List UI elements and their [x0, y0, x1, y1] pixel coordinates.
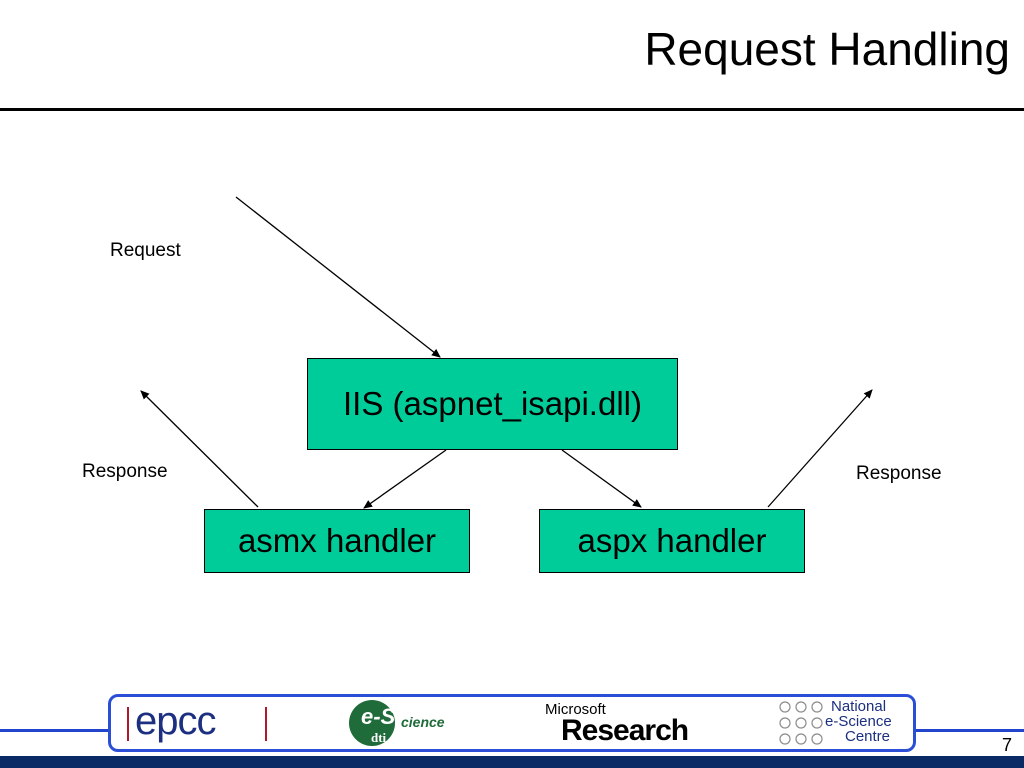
epcc-logo-text: epcc [135, 699, 216, 743]
escience-dti-text: dti [371, 730, 387, 745]
response-right-label: Response [856, 463, 942, 484]
iis-to-asmx-arrow [363, 449, 447, 509]
escience-rest-text: cience [401, 714, 445, 730]
epcc-logo: epcc [127, 699, 267, 745]
request-label: Request [110, 240, 181, 261]
microsoft-research-logo: Microsoft Research [545, 701, 735, 749]
escience-e-text: e-S [361, 704, 396, 729]
nesc-line2: e-Science [825, 713, 892, 730]
nesc-logo: National e-Science Centre [777, 699, 913, 749]
title-underline [0, 108, 1024, 111]
aspx-handler-box: aspx handler [539, 509, 805, 573]
escience-globe-icon [349, 700, 395, 746]
response-left-label: Response [82, 461, 168, 482]
asmx-handler-box: asmx handler [204, 509, 470, 573]
asmx-response-arrow [140, 390, 259, 508]
research-text: Research [561, 714, 689, 747]
nesc-grid-icon [779, 701, 823, 745]
nesc-line1: National [831, 698, 887, 715]
iis-box: IIS (aspnet_isapi.dll) [307, 358, 678, 450]
request-arrow [235, 196, 441, 358]
footer-bar [0, 756, 1024, 768]
logo-frame: epcc e-S cience dti Microsoft Research N… [108, 694, 916, 752]
slide-title: Request Handling [644, 23, 1010, 75]
page-number: 7 [1001, 735, 1012, 755]
nesc-line3: Centre [845, 728, 891, 745]
microsoft-text: Microsoft [545, 701, 606, 718]
escience-logo: e-S cience dti [347, 698, 457, 750]
iis-to-aspx-arrow [561, 449, 642, 508]
aspx-response-arrow [767, 389, 873, 508]
